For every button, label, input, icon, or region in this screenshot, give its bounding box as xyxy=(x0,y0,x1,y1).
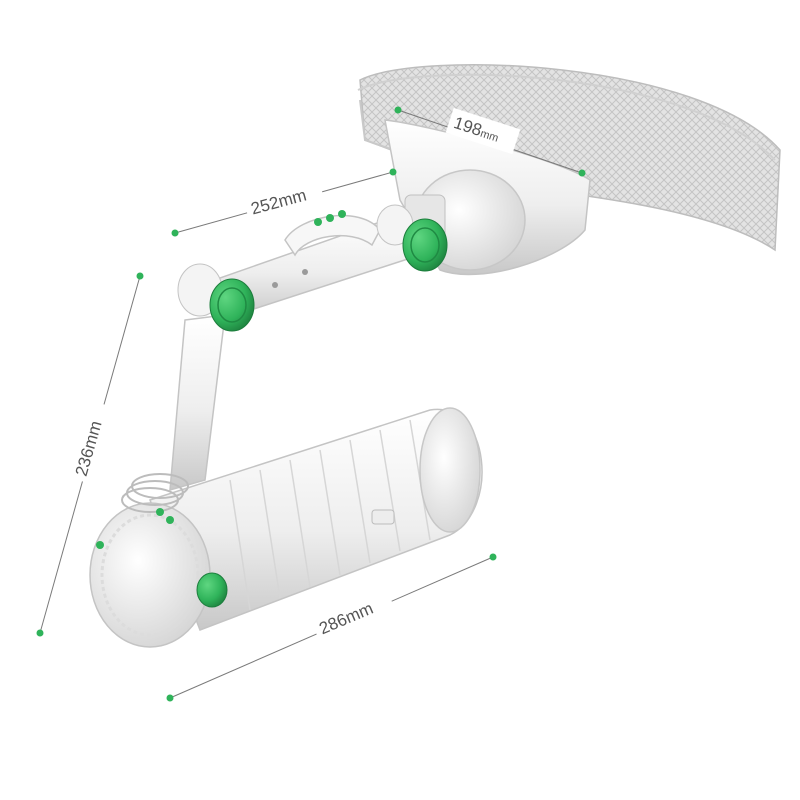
dimension-labels: 198mm 252mm 236mm 286mm xyxy=(67,107,521,643)
knob-cylinder xyxy=(196,572,228,608)
knob-shoulder xyxy=(177,263,255,332)
knob-belt-joint xyxy=(376,204,448,272)
vertical-arm xyxy=(169,314,226,492)
main-cylinder xyxy=(89,407,483,648)
dimension-endpoints xyxy=(36,106,586,702)
label-body-length: 286mm xyxy=(316,599,376,639)
green-knobs xyxy=(177,204,448,608)
